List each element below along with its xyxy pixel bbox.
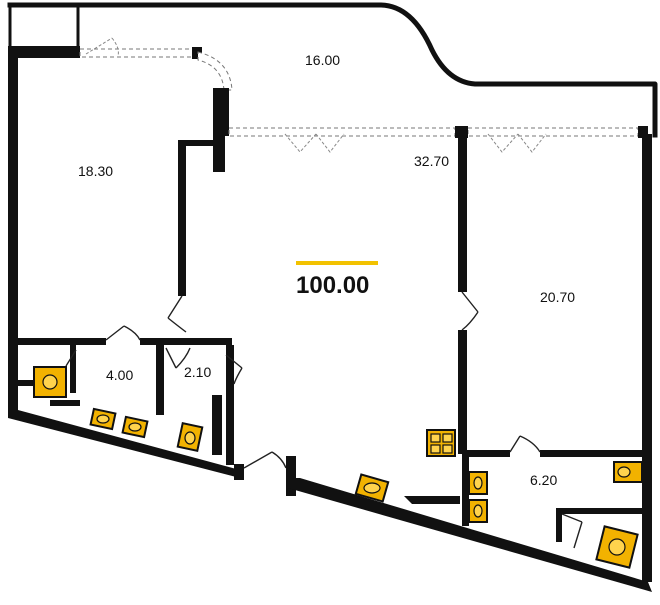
wall-mullion-1 xyxy=(192,47,202,59)
wall-bottom-slant-right xyxy=(288,478,652,592)
wall-bathroom-right-top xyxy=(462,450,510,457)
sink-left-2-basin xyxy=(128,422,142,432)
door-leaf-wc xyxy=(165,347,191,369)
room-area-wc: 2.10 xyxy=(184,364,212,380)
wall-entry-post xyxy=(286,456,296,496)
door-leaf-bedroom-left xyxy=(167,295,187,333)
wall-bottom-mid xyxy=(234,464,244,480)
hob-burner-3 xyxy=(430,444,441,454)
wall-niche-2 xyxy=(50,400,80,406)
door-leaf-wc-side xyxy=(225,354,243,385)
wall-bottom-slant-left xyxy=(8,410,240,478)
wall-niche-3 xyxy=(212,395,222,455)
wall-shower-left xyxy=(556,508,562,542)
door-swing-terrace-left xyxy=(85,37,119,57)
wall-shower-top xyxy=(556,508,642,514)
wall-bathroom-right-top-2 xyxy=(540,450,648,457)
wall-bathroom-right-left xyxy=(462,456,469,526)
room-area-bathroom: 4.00 xyxy=(106,367,134,383)
wall-partition-right-lower xyxy=(458,330,467,454)
door-leaf-bathroom-right xyxy=(509,435,541,453)
hob-burner-2 xyxy=(442,433,453,443)
wall-partition-right xyxy=(458,134,467,292)
hob-burner-4 xyxy=(442,444,453,454)
terrace-outline xyxy=(7,2,658,138)
window-left-top xyxy=(79,48,199,58)
wall-niche-1 xyxy=(10,380,50,386)
room-area-terrace: 16.00 xyxy=(305,52,341,68)
wall-bathroom-top xyxy=(8,338,106,345)
wall-right-outer xyxy=(642,134,652,582)
door-leaf-entry xyxy=(243,451,287,469)
room-area-living: 32.70 xyxy=(414,153,450,169)
wall-column-top xyxy=(213,88,229,136)
door-swing-balcony-2 xyxy=(487,133,547,153)
window-curved xyxy=(197,51,233,91)
room-area-bedroom-right: 20.70 xyxy=(540,289,576,305)
door-swing-balcony-1 xyxy=(284,133,345,153)
door-leaf-bedroom-right xyxy=(461,291,479,331)
wall-left-outer xyxy=(8,46,18,414)
wall-top-left-frame xyxy=(8,3,80,51)
toilet-wc-bowl xyxy=(184,431,196,445)
window-bedroom-right xyxy=(467,127,639,137)
door-leaf-shower xyxy=(561,513,583,549)
toilet-right-bowl xyxy=(617,466,631,478)
hob-burner-1 xyxy=(430,433,441,443)
sink-left-1-basin xyxy=(96,414,110,424)
sink-right-2-basin xyxy=(473,504,483,518)
room-area-bathroom-right: 6.20 xyxy=(530,472,558,488)
total-area-accent-bar xyxy=(296,261,378,265)
sink-right-1-basin xyxy=(473,476,483,490)
wall-partition-left xyxy=(178,140,186,296)
wall-bath-wc-divider xyxy=(156,345,164,415)
wall-bathroom-top-2 xyxy=(140,338,232,345)
door-leaf-bath-inner xyxy=(65,349,77,367)
wall-right-corner xyxy=(638,126,648,138)
total-area-label: 100.00 xyxy=(296,272,370,299)
kitchen-sink-basin xyxy=(363,482,381,494)
shower-drain-right xyxy=(608,538,626,556)
room-area-bedroom-left: 18.30 xyxy=(78,163,114,179)
wall-wc-right xyxy=(226,345,234,465)
wall-bottom-notch xyxy=(404,496,460,504)
wall-partition-cap xyxy=(178,140,218,146)
door-leaf-bathroom xyxy=(105,325,141,341)
window-living xyxy=(228,127,456,137)
shower-drain-left xyxy=(42,374,58,390)
wall-bathroom-inner xyxy=(70,345,76,393)
